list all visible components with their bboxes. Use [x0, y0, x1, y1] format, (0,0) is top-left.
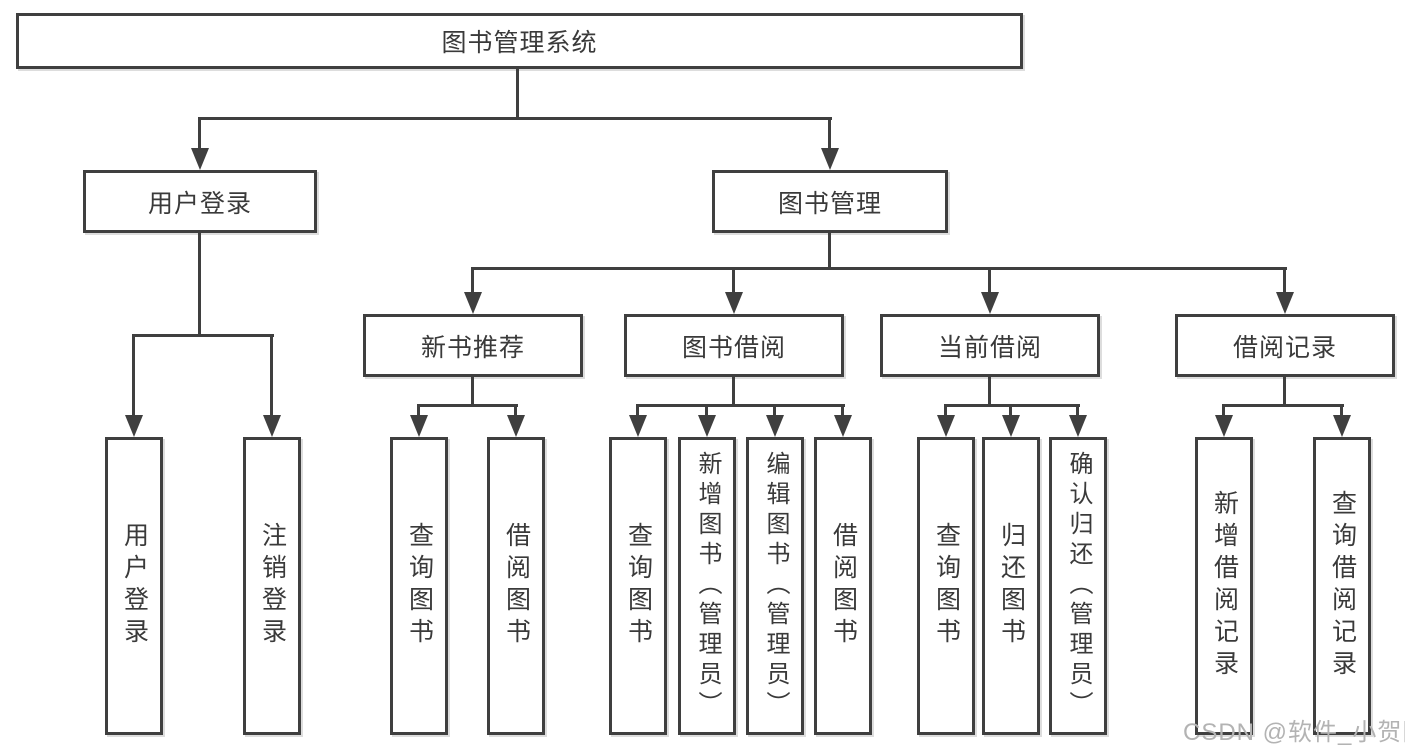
connector-line — [471, 377, 474, 405]
arrow-down-icon — [705, 405, 708, 415]
connector-line — [944, 404, 1080, 407]
leaf-query-books: 查询图书 — [609, 437, 667, 735]
leaf-edit-books-admin: 编辑图书（管理员） — [746, 437, 804, 735]
arrow-down-icon — [636, 405, 639, 415]
arrow-down-icon — [1283, 268, 1286, 292]
leaf-add-books-admin: 新增图书（管理员） — [678, 437, 736, 735]
connector-line — [1222, 404, 1344, 407]
csdn-watermark: CSDN @软件_小贺同学 — [1183, 719, 1405, 746]
node-new-book-recommend: 新书推荐 — [363, 314, 583, 377]
arrow-down-icon — [1009, 405, 1012, 415]
leaf-return-books: 归还图书 — [982, 437, 1040, 735]
connector-line — [516, 69, 519, 118]
arrow-down-icon — [417, 405, 420, 415]
leaf-logout: 注销登录 — [243, 437, 301, 735]
node-current-borrowing: 当前借阅 — [880, 314, 1100, 377]
node-library-management-system: 图书管理系统 — [16, 13, 1023, 69]
connector-line — [828, 233, 831, 268]
leaf-query-borrow-record: 查询借阅记录 — [1313, 437, 1371, 735]
arrow-down-icon — [198, 118, 201, 148]
connector-line — [132, 334, 274, 337]
arrow-down-icon — [944, 405, 947, 415]
arrow-down-icon — [988, 268, 991, 292]
arrow-down-icon — [828, 118, 831, 148]
node-book-management: 图书管理 — [712, 170, 948, 233]
connector-line — [417, 404, 518, 407]
node-book-borrowing: 图书借阅 — [624, 314, 844, 377]
leaf-confirm-return-admin: 确认归还（管理员） — [1049, 437, 1107, 735]
node-user-login: 用户登录 — [83, 170, 317, 233]
leaf-query-books: 查询图书 — [917, 437, 975, 735]
leaf-user-login: 用户登录 — [105, 437, 163, 735]
connector-line — [198, 233, 201, 335]
connector-line — [1283, 377, 1286, 405]
leaf-add-borrow-record: 新增借阅记录 — [1195, 437, 1253, 735]
connector-line — [636, 404, 845, 407]
leaf-borrow-books: 借阅图书 — [814, 437, 872, 735]
connector-line — [198, 117, 832, 120]
arrow-down-icon — [132, 335, 135, 415]
arrow-down-icon — [1222, 405, 1225, 415]
arrow-down-icon — [514, 405, 517, 415]
arrow-down-icon — [270, 335, 273, 415]
node-borrowing-records: 借阅记录 — [1175, 314, 1395, 377]
connector-line — [471, 267, 1287, 270]
arrow-down-icon — [732, 268, 735, 292]
connector-line — [988, 377, 991, 405]
connector-line — [732, 377, 735, 405]
arrow-down-icon — [1340, 405, 1343, 415]
arrow-down-icon — [1076, 405, 1079, 415]
leaf-borrow-books: 借阅图书 — [487, 437, 545, 735]
arrow-down-icon — [471, 268, 474, 292]
leaf-query-books: 查询图书 — [390, 437, 448, 735]
arrow-down-icon — [841, 405, 844, 415]
arrow-down-icon — [773, 405, 776, 415]
